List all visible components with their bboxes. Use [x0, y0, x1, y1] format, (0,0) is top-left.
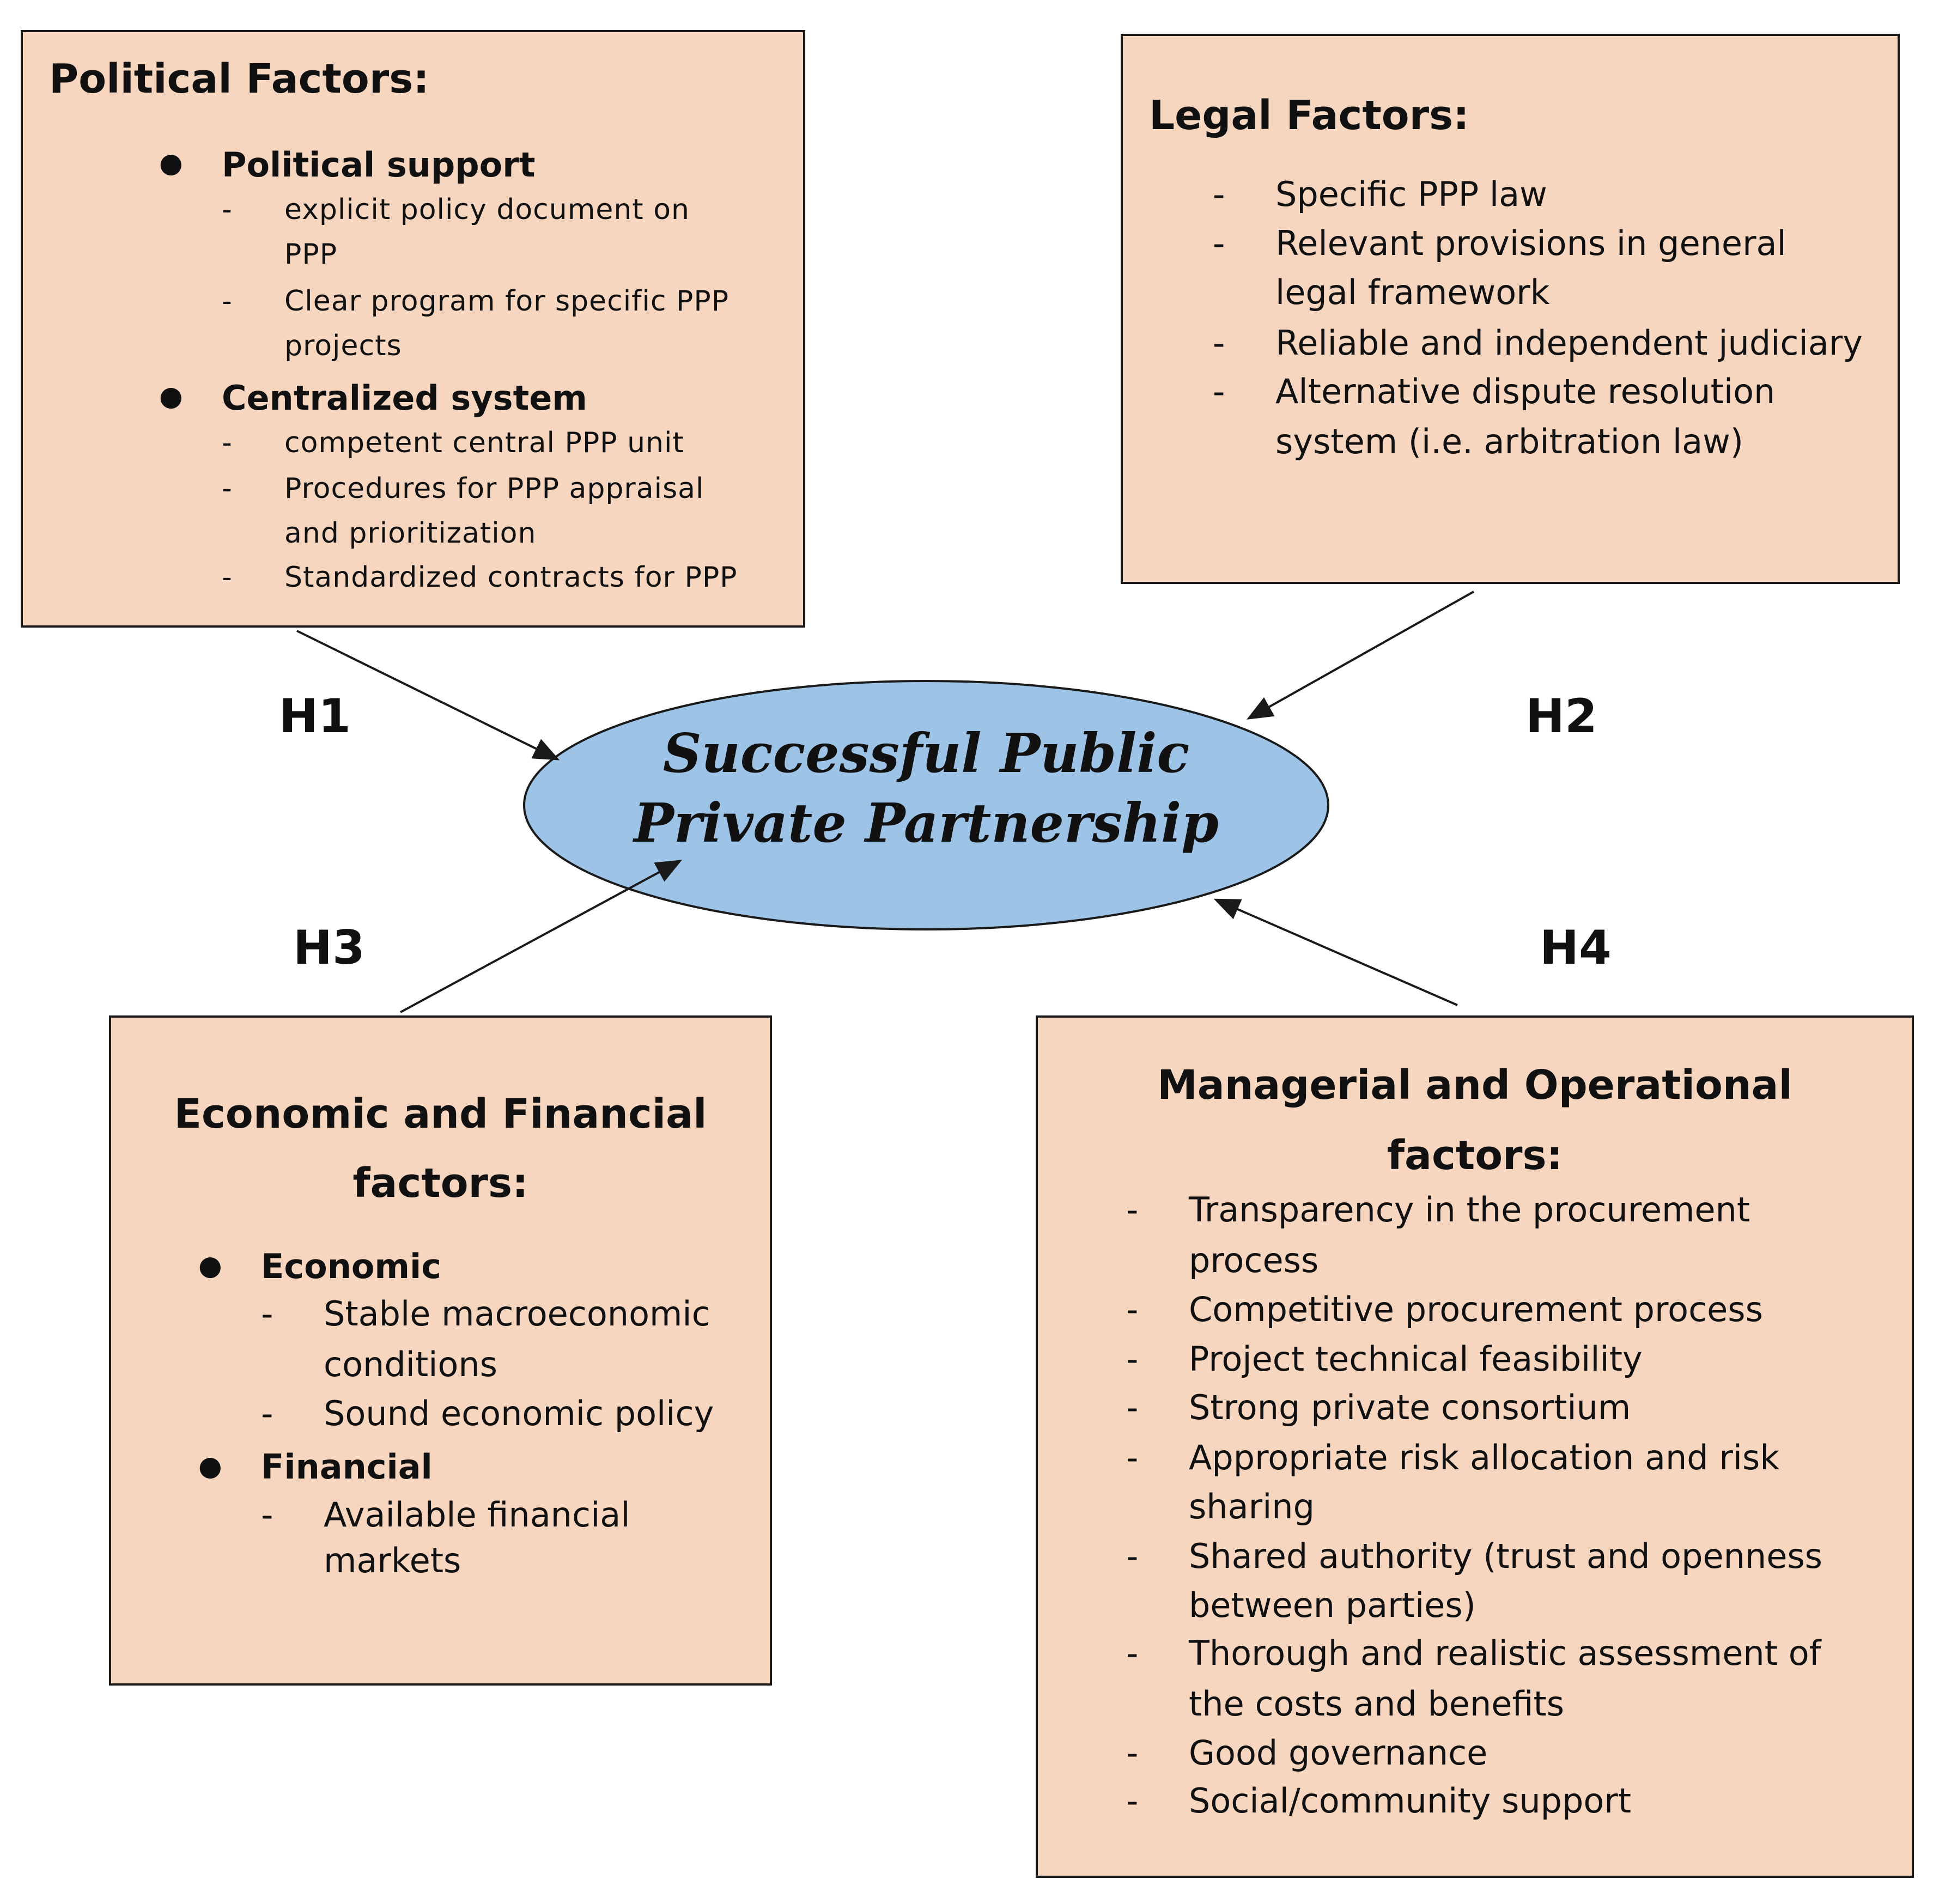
- political-factors-title: Political Factors:: [49, 56, 429, 102]
- economic-financial-title-line-2: factors:: [352, 1160, 528, 1207]
- item-line: Social/community support: [1189, 1781, 1632, 1821]
- hypothesis-label-h3: H3: [293, 921, 365, 975]
- arrow-h1: [296, 630, 560, 761]
- item-line: Relevant provisions in general: [1275, 223, 1786, 263]
- legal-factors-box: Legal Factors: - Specific PPP law - Rele…: [1121, 34, 1900, 584]
- item-line: Good governance: [1189, 1733, 1488, 1773]
- item-line: projects: [284, 330, 402, 362]
- dash-marker: -: [222, 285, 233, 318]
- dash-marker: -: [1213, 372, 1225, 411]
- central-outcome-label: Successful Public Private Partnership: [523, 719, 1329, 859]
- bullet-label: Financial: [261, 1447, 433, 1487]
- item-line: Stable macroeconomic: [324, 1294, 710, 1334]
- bullet-label: Economic: [261, 1246, 442, 1286]
- item-line: process: [1189, 1240, 1319, 1280]
- economic-financial-title-line-1: Economic and Financial: [174, 1091, 707, 1137]
- dash-marker: -: [1126, 1339, 1139, 1379]
- dash-marker: -: [222, 427, 233, 459]
- item-line: Clear program for specific PPP: [284, 285, 730, 318]
- managerial-operational-title-line-2: factors:: [1387, 1132, 1563, 1179]
- dash-marker: -: [222, 193, 233, 226]
- dash-marker: -: [222, 472, 233, 505]
- central-outcome-line-2: Private Partnership: [634, 792, 1219, 855]
- dash-marker: -: [1126, 1536, 1139, 1576]
- item-line: legal framework: [1275, 272, 1550, 312]
- dash-marker: -: [1213, 223, 1225, 263]
- item-line: sharing: [1189, 1487, 1315, 1526]
- item-line: system (i.e. arbitration law): [1275, 422, 1743, 461]
- item-line: Procedures for PPP appraisal: [284, 472, 704, 505]
- item-line: Alternative dispute resolution: [1275, 372, 1776, 411]
- item-line: conditions: [324, 1345, 497, 1384]
- item-line: the costs and benefits: [1189, 1684, 1565, 1724]
- item-line: Thorough and realistic assessment of: [1189, 1633, 1821, 1673]
- bullet-label: Political support: [222, 145, 536, 185]
- item-line: PPP: [284, 238, 338, 271]
- item-line: Reliable and independent judiciary: [1275, 323, 1863, 363]
- dash-marker: -: [1126, 1733, 1139, 1773]
- dash-marker: -: [1213, 174, 1225, 214]
- arrow-h2: [1247, 591, 1474, 720]
- item-line: markets: [324, 1541, 461, 1580]
- item-line: Available financial: [324, 1495, 630, 1535]
- item-line: Standardized contracts for PPP: [284, 561, 738, 594]
- bullet-dot-icon: ●: [198, 1250, 222, 1281]
- dash-marker: -: [1126, 1633, 1139, 1673]
- item-line: Competitive procurement process: [1189, 1289, 1763, 1329]
- legal-factors-title: Legal Factors:: [1149, 92, 1469, 139]
- managerial-operational-title-line-1: Managerial and Operational: [1157, 1062, 1792, 1109]
- dash-marker: -: [1213, 323, 1225, 363]
- item-line: Project technical feasibility: [1189, 1339, 1643, 1379]
- bullet-dot-icon: ●: [159, 380, 183, 412]
- item-line: competent central PPP unit: [284, 427, 684, 459]
- dash-marker: -: [1126, 1388, 1139, 1427]
- dash-marker: -: [261, 1495, 273, 1535]
- arrow-h3: [400, 860, 683, 1013]
- dash-marker: -: [1126, 1781, 1139, 1821]
- hypothesis-label-h1: H1: [279, 689, 351, 744]
- item-line: Transparency in the procurement: [1189, 1190, 1750, 1230]
- dash-marker: -: [261, 1394, 273, 1433]
- economic-financial-factors-box: Economic and Financial factors: ● Econom…: [109, 1015, 772, 1686]
- dash-marker: -: [1126, 1438, 1139, 1477]
- item-line: Appropriate risk allocation and risk: [1189, 1438, 1780, 1477]
- bullet-label: Centralized system: [222, 378, 587, 418]
- item-line: Sound economic policy: [324, 1394, 714, 1433]
- dash-marker: -: [1126, 1289, 1139, 1329]
- dash-marker: -: [222, 561, 233, 594]
- dash-marker: -: [261, 1294, 273, 1334]
- item-line: Specific PPP law: [1275, 174, 1547, 214]
- arrow-h4: [1213, 898, 1458, 1006]
- hypothesis-label-h4: H4: [1540, 921, 1612, 975]
- item-line: between parties): [1189, 1585, 1476, 1625]
- dash-marker: -: [1126, 1190, 1139, 1230]
- item-line: Shared authority (trust and openness: [1189, 1536, 1822, 1576]
- central-outcome-line-1: Successful Public: [662, 722, 1190, 785]
- item-line: explicit policy document on: [284, 193, 690, 226]
- item-line: Strong private consortium: [1189, 1388, 1631, 1427]
- managerial-operational-factors-box: Managerial and Operational factors: - Tr…: [1036, 1015, 1914, 1878]
- political-factors-box: Political Factors: ● Political support -…: [21, 30, 805, 628]
- item-line: and prioritization: [284, 517, 537, 550]
- central-outcome-ellipse: [523, 680, 1329, 930]
- bullet-dot-icon: ●: [198, 1450, 222, 1482]
- hypothesis-label-h2: H2: [1525, 689, 1597, 744]
- bullet-dot-icon: ●: [159, 147, 183, 179]
